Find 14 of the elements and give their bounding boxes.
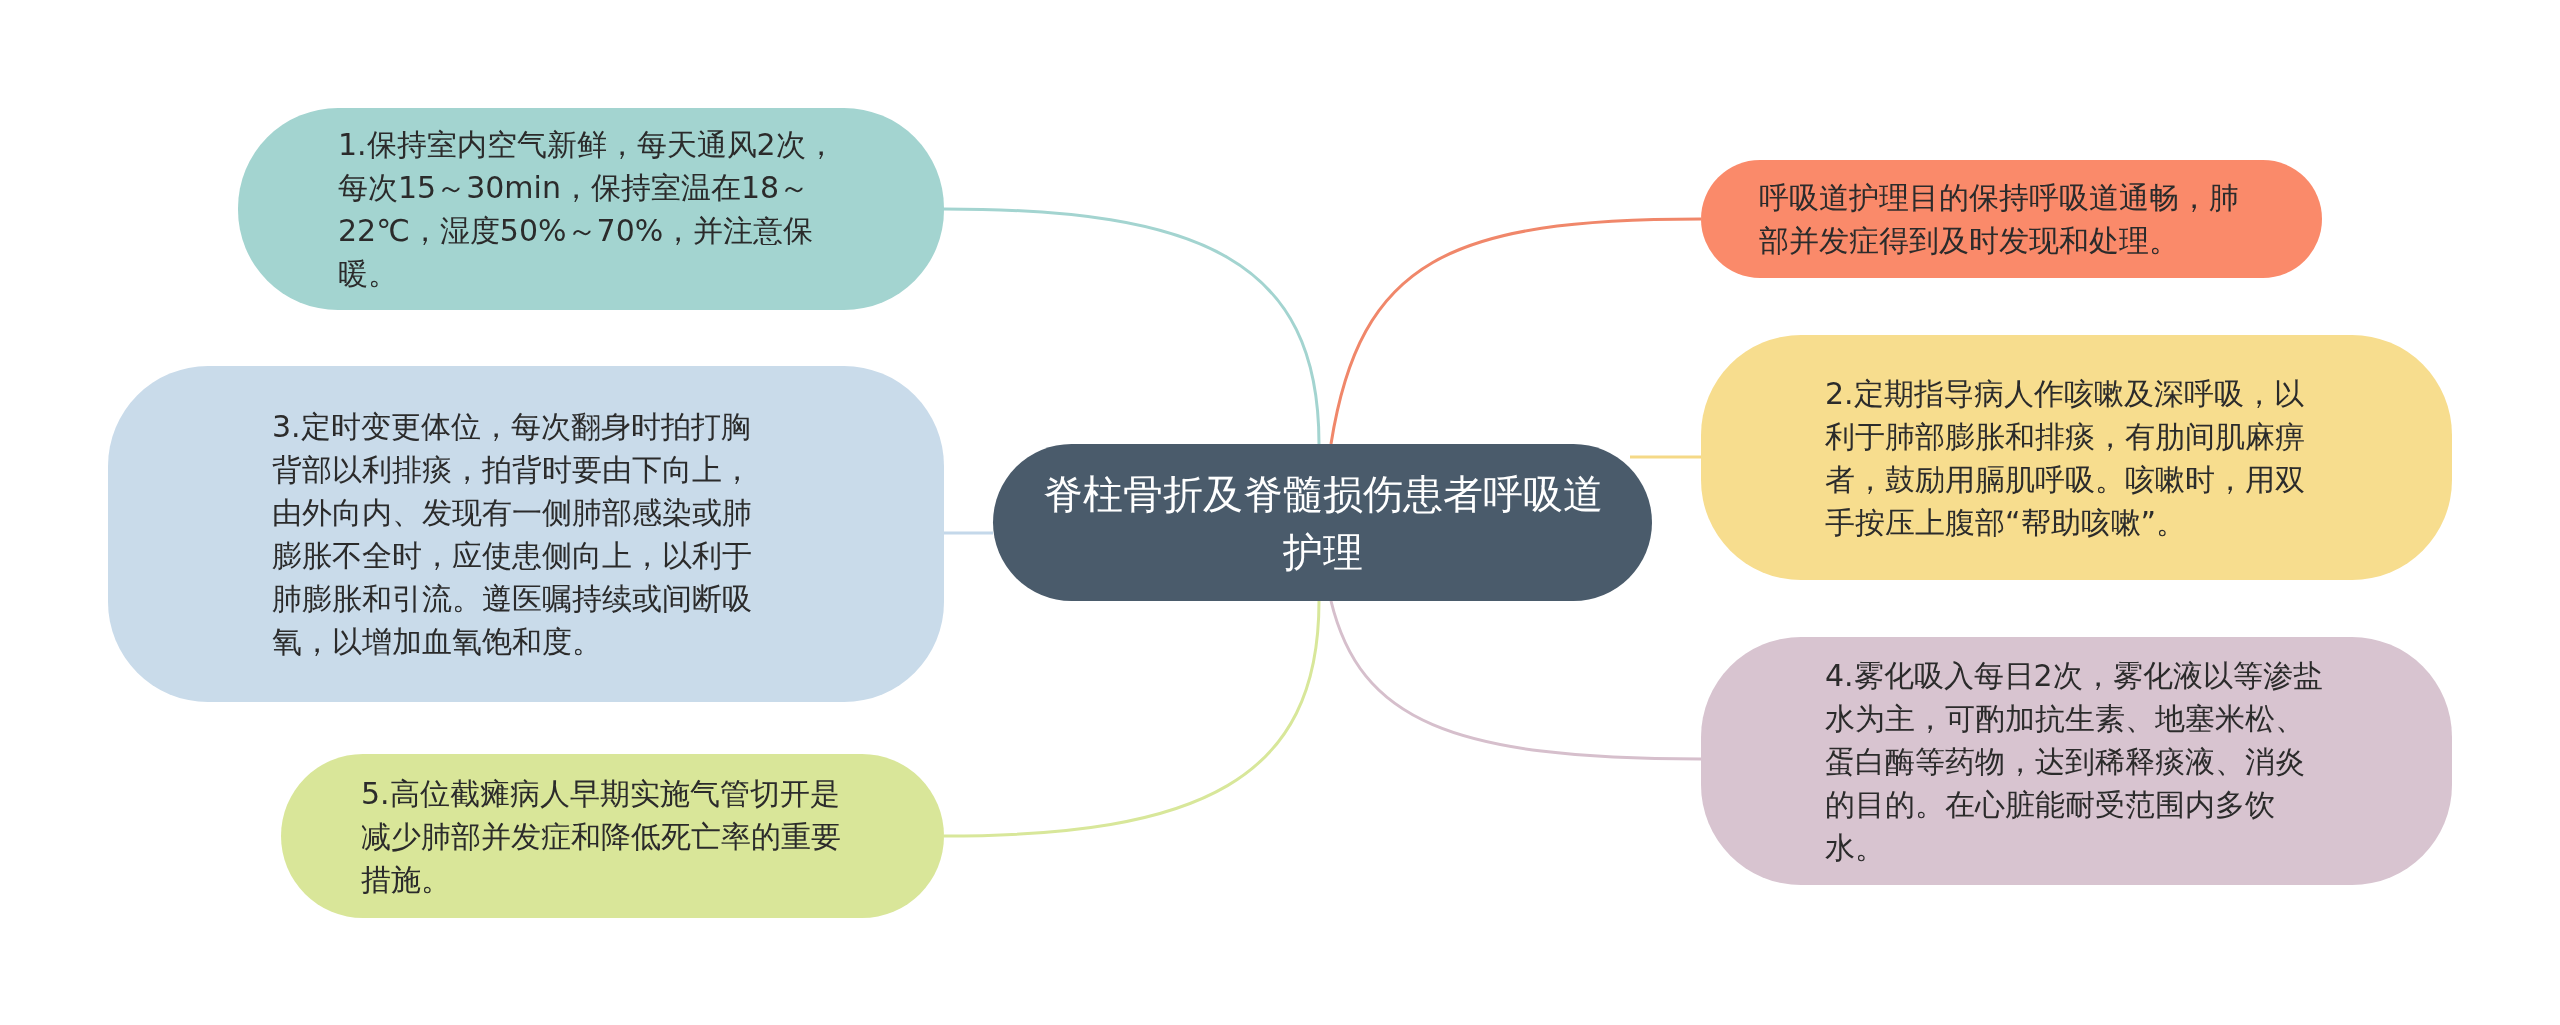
topic-text: 3.定时变更体位，每次翻身时拍打胸背部以利排痰，拍背时要由下向上，由外向内、发现有一侧肺部感染或肺膨胀不全时，应使患侧向上，以利于肺膨胀和引流。遵医嘱持续或间断吸氧，以增加血氧饱和度。 [272,408,753,661]
connector-line [1329,600,1701,761]
topic-text: 2.定期指导病人作咳嗽及深呼吸，以利于肺部膨胀和排痰，有肋间肌麻痹者，鼓励用膈肌呼吸。咳嗽时，用双手按压上腹部“帮助咳嗽”。 [1825,374,2306,542]
connector-line [1329,217,1702,445]
topic-text: 4.雾化吸入每日2次，雾化液以等渗盐水为主，可酌加抗生素、地塞米松、蛋白酶等药物，达到稀释痰液、消炎的目的。在心脏能耐受范围内多饮水。 [1825,656,2324,867]
topic-box [108,366,944,702]
topic-text: 呼吸道护理目的保持呼吸道通畅，肺部并发症得到及时发现和处理。 [1759,179,2240,260]
connector-line [943,207,1321,445]
topic-text: 5.高位截瘫病人早期实施气管切开是减少肺部并发症和降低死亡率的重要措施。 [361,774,842,899]
connector-line [1630,455,1701,459]
connector-line [944,531,993,535]
connector-line [943,600,1321,838]
topic-text: 1.保持室内空气新鲜，每天通风2次，每次15～30min，保持室温在18～22℃，湿度50%～70%，并注意保暖。 [338,126,837,293]
central-topic-text: 脊柱骨折及脊髓损伤患者呼吸道护理 [1041,469,1604,577]
